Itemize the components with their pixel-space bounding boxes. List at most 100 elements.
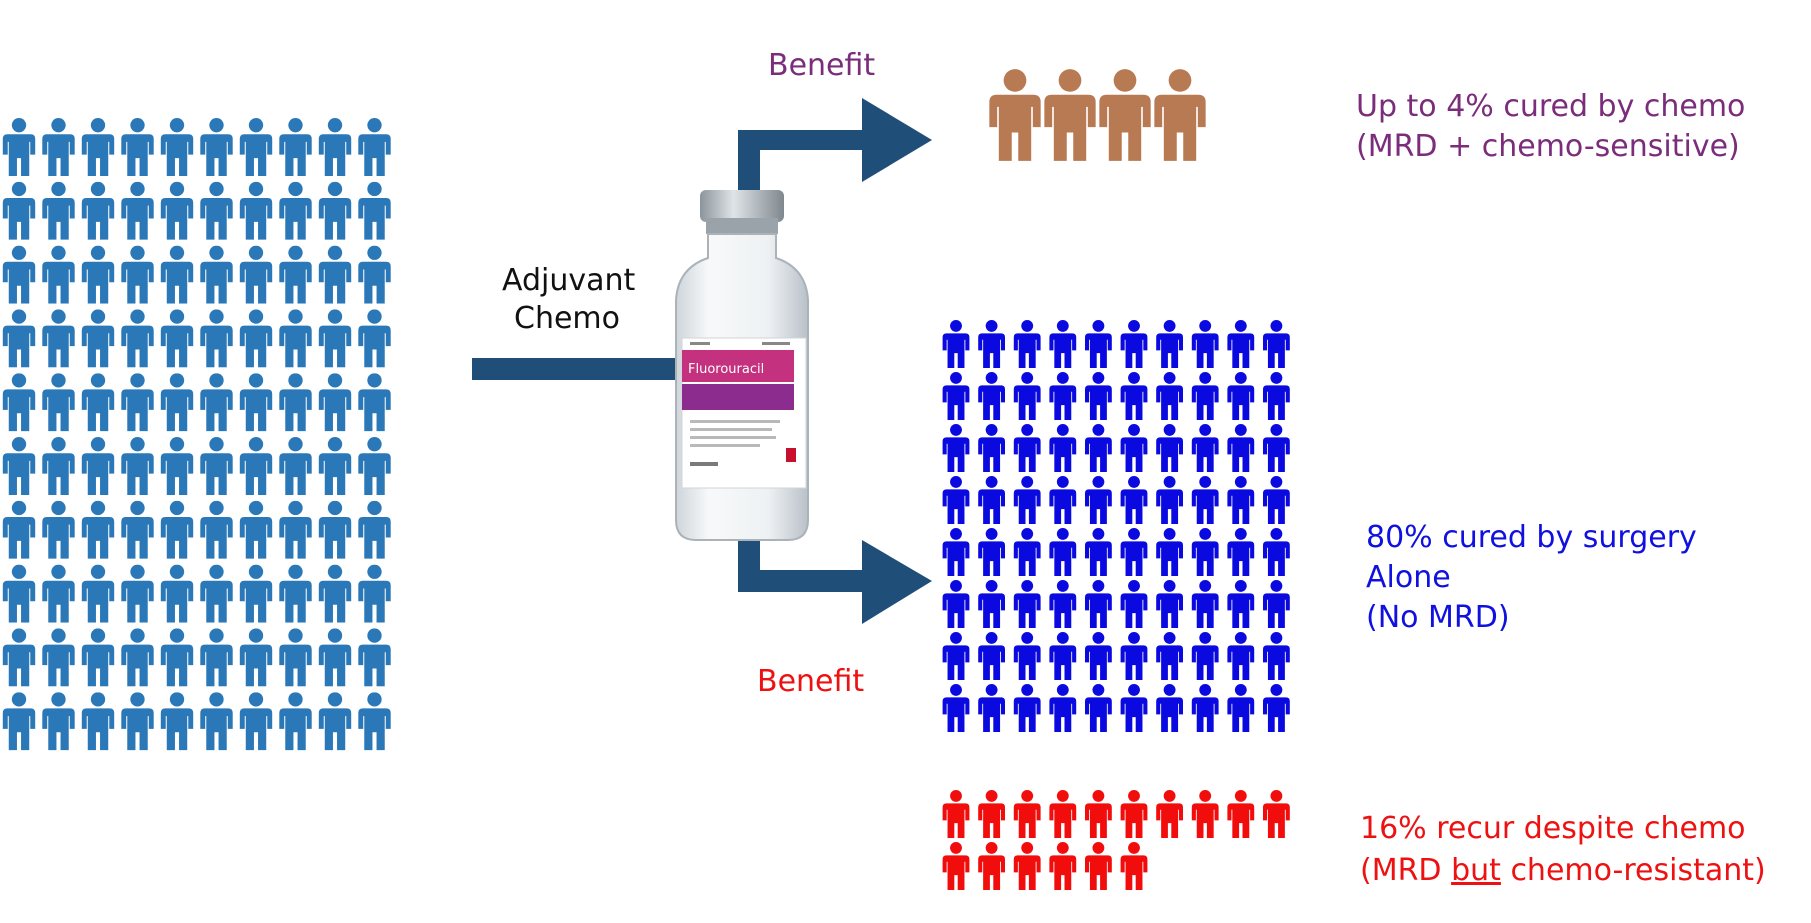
person-icon xyxy=(1099,69,1151,161)
person-icon xyxy=(358,245,391,304)
person-icon xyxy=(1191,632,1219,680)
person-icon xyxy=(81,437,115,495)
person-icon xyxy=(279,564,312,623)
benefit-top-label: Benefit xyxy=(768,48,876,83)
person-icon xyxy=(978,684,1006,732)
person-icon xyxy=(1084,580,1112,628)
person-icon xyxy=(1013,476,1041,524)
person-icon xyxy=(1154,69,1206,161)
person-icon xyxy=(200,181,233,240)
person-icon xyxy=(160,437,194,495)
person-icon xyxy=(2,373,36,432)
person-icon xyxy=(942,476,970,524)
person-icon xyxy=(358,437,391,495)
person-icon xyxy=(1227,790,1255,838)
person-icon xyxy=(1013,528,1041,576)
person-icon xyxy=(318,437,352,495)
person-icon xyxy=(1084,372,1112,420)
recur-line2-underlined: but xyxy=(1451,853,1501,888)
person-icon xyxy=(978,372,1006,420)
person-icon xyxy=(160,500,194,559)
person-icon xyxy=(1120,424,1148,472)
person-icon xyxy=(121,437,154,495)
person-icon xyxy=(239,628,273,687)
person-icon xyxy=(942,580,970,628)
person-icon xyxy=(200,245,233,304)
person-icon xyxy=(1013,424,1041,472)
person-icon xyxy=(358,309,391,368)
person-icon xyxy=(942,320,970,368)
person-icon xyxy=(2,628,36,687)
person-icon xyxy=(1156,424,1184,472)
person-icon xyxy=(81,692,115,751)
person-icon xyxy=(1120,684,1148,732)
person-icon xyxy=(160,373,194,432)
person-icon xyxy=(239,564,273,623)
surgery-cured-group xyxy=(942,320,1290,732)
person-icon xyxy=(200,628,233,687)
recur-line1: 16% recur despite chemo xyxy=(1360,811,1746,846)
person-icon xyxy=(358,692,391,751)
person-icon xyxy=(1049,842,1077,890)
person-icon xyxy=(81,564,115,623)
fluorouracil-vial: Fluorouracil xyxy=(675,190,809,541)
person-icon xyxy=(1049,790,1077,838)
person-icon xyxy=(1156,320,1184,368)
person-icon xyxy=(978,580,1006,628)
person-icon xyxy=(942,842,970,890)
benefit-bottom-label: Benefit xyxy=(757,664,865,699)
person-icon xyxy=(239,692,273,751)
person-icon xyxy=(1084,424,1112,472)
person-icon xyxy=(318,181,352,240)
person-icon xyxy=(1084,684,1112,732)
person-icon xyxy=(978,476,1006,524)
person-icon xyxy=(1120,580,1148,628)
person-icon xyxy=(42,628,75,687)
chemo-cured-line2: (MRD + chemo-sensitive) xyxy=(1356,129,1740,164)
person-icon xyxy=(1227,372,1255,420)
person-icon xyxy=(42,437,75,495)
person-icon xyxy=(200,437,233,495)
person-icon xyxy=(978,842,1006,890)
person-icon xyxy=(1013,320,1041,368)
person-icon xyxy=(1013,372,1041,420)
person-icon xyxy=(239,181,273,240)
person-icon xyxy=(279,628,312,687)
person-icon xyxy=(160,245,194,304)
person-icon xyxy=(1049,372,1077,420)
person-icon xyxy=(1049,320,1077,368)
person-icon xyxy=(42,309,75,368)
person-icon xyxy=(942,528,970,576)
person-icon xyxy=(1227,580,1255,628)
person-icon xyxy=(2,692,36,751)
person-icon xyxy=(1156,476,1184,524)
person-icon xyxy=(81,181,115,240)
person-icon xyxy=(279,373,312,432)
person-icon xyxy=(1120,372,1148,420)
person-icon xyxy=(978,790,1006,838)
person-icon xyxy=(1227,632,1255,680)
recur-line2-pre: (MRD xyxy=(1360,853,1452,888)
person-icon xyxy=(318,628,352,687)
surgery-line2: Alone xyxy=(1366,560,1451,595)
person-icon xyxy=(1120,320,1148,368)
adjuvant-chemo-label: Adjuvant Chemo xyxy=(502,262,635,338)
person-icon xyxy=(1191,320,1219,368)
person-icon xyxy=(81,118,115,176)
person-icon xyxy=(1191,684,1219,732)
person-icon xyxy=(42,692,75,751)
person-icon xyxy=(1049,424,1077,472)
person-icon xyxy=(121,628,154,687)
person-icon xyxy=(1262,476,1290,524)
person-icon xyxy=(279,437,312,495)
person-icon xyxy=(1156,684,1184,732)
vial-brand-text: Fluorouracil xyxy=(688,362,764,377)
person-icon xyxy=(1191,580,1219,628)
person-icon xyxy=(978,632,1006,680)
benefit-top-arrow xyxy=(738,98,932,190)
person-icon xyxy=(1191,424,1219,472)
person-icon xyxy=(121,309,154,368)
person-icon xyxy=(1156,372,1184,420)
person-icon xyxy=(1191,528,1219,576)
person-icon xyxy=(81,500,115,559)
